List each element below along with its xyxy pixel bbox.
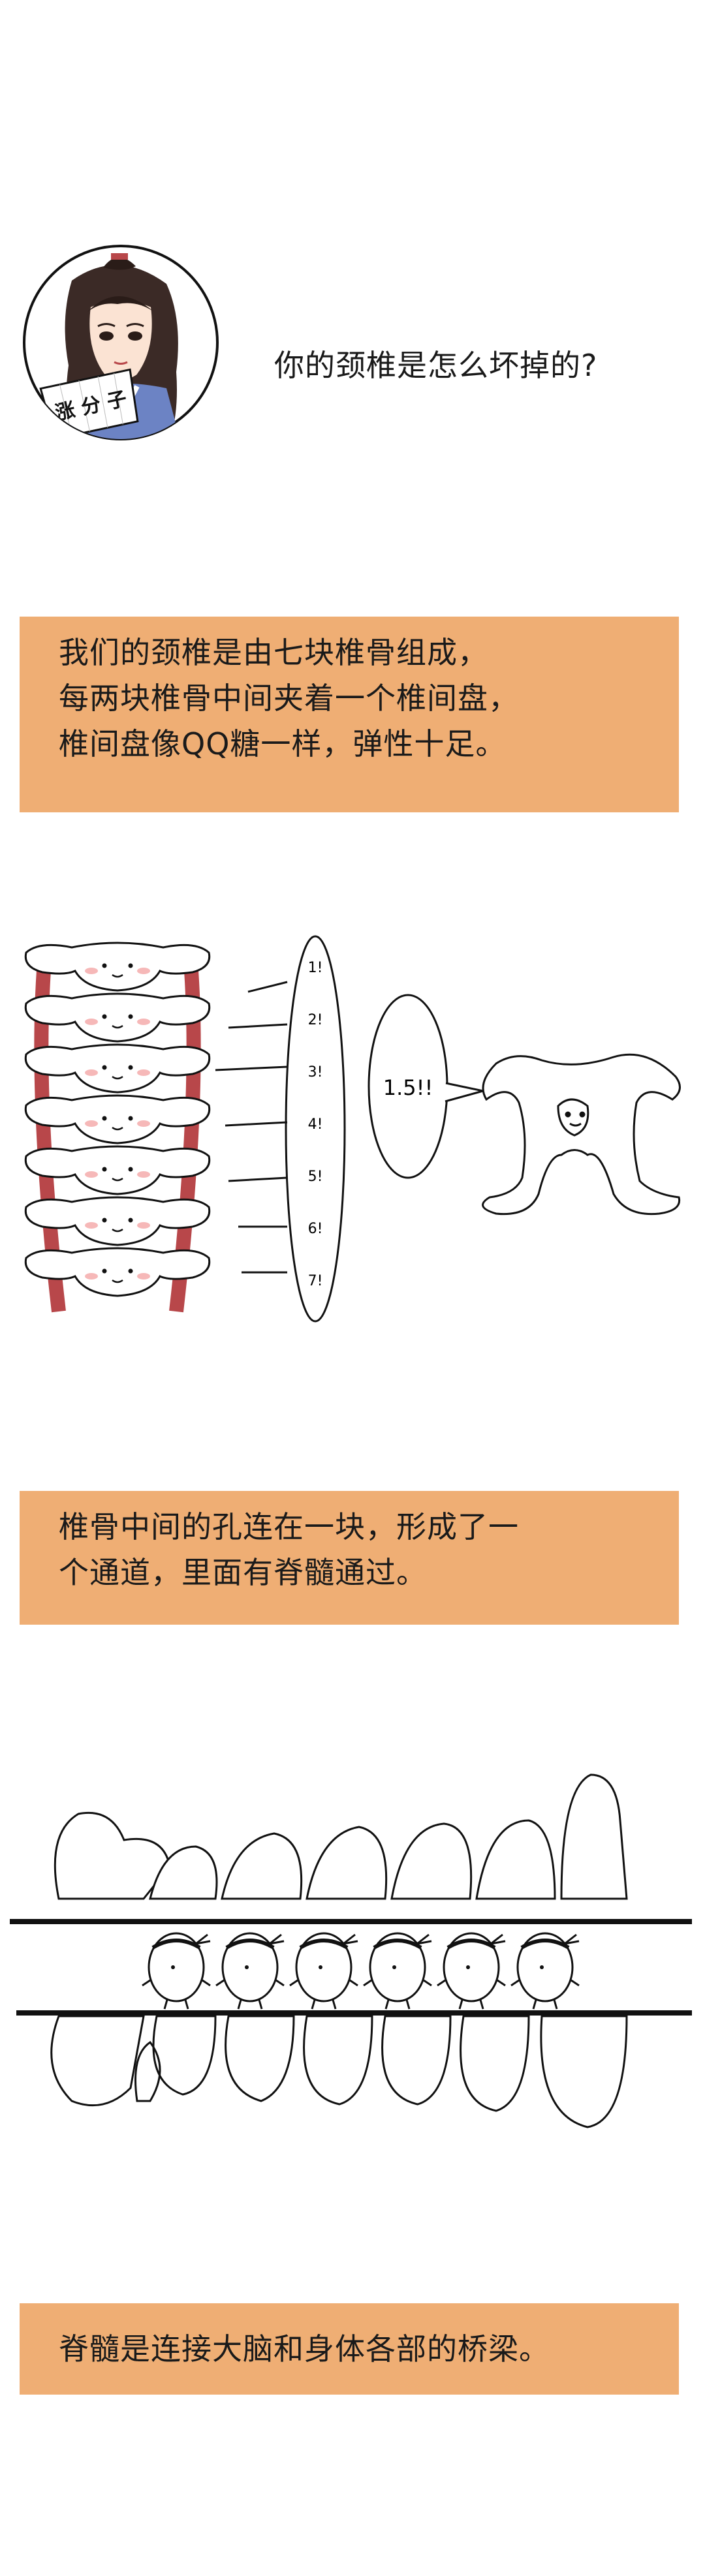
vertebrae-upper — [54, 1773, 628, 1900]
vertebra — [24, 942, 211, 992]
vertebra-eye — [102, 1218, 107, 1223]
vertebra-blush — [85, 1171, 98, 1178]
caption-line: 椎骨中间的孔连在一块，形成了一 — [59, 1509, 519, 1544]
caption-panel-1: 我们的颈椎是由七块椎骨组成， 每两块椎骨中间夹着一个椎间盘， 椎间盘像QQ糖一样… — [20, 617, 679, 812]
spinal-segment — [289, 1932, 358, 2010]
vertebra-blush — [137, 1019, 150, 1025]
vertebra-mouth — [112, 1279, 123, 1283]
caption-panel-2: 椎骨中间的孔连在一块，形成了一 个通道，里面有脊髓通过。 — [20, 1491, 679, 1625]
spinal-segment — [363, 1932, 432, 2010]
vertebra-eye — [128, 1167, 133, 1172]
vertebra — [24, 1196, 211, 1246]
spine-front-illustration: 1! 2! 3! 4! 5! 6! 7! 1.5!! — [24, 935, 681, 1323]
count-6: 6! — [308, 1221, 323, 1237]
spinal-segment — [142, 1932, 211, 2010]
vertebra-blush — [85, 1120, 98, 1127]
vertebra-eye — [102, 1014, 107, 1019]
vertebra-blush — [137, 1273, 150, 1280]
vertebra-blush — [85, 968, 98, 974]
caption-line: 个通道，里面有脊髓通过。 — [59, 1555, 427, 1590]
vertebra-eye — [128, 1014, 133, 1019]
vertebra-blush — [85, 1273, 98, 1280]
count-4: 4! — [308, 1116, 323, 1133]
vertebra-stack — [24, 942, 211, 1297]
vertebra-blush — [137, 968, 150, 974]
vertebra-eye — [128, 963, 133, 968]
vertebra-eye — [102, 1065, 107, 1070]
count-bubble — [285, 935, 346, 1323]
count-2: 2! — [308, 1012, 323, 1028]
intro-question: 你的颈椎是怎么坏掉的? — [274, 348, 598, 383]
vertebra — [24, 992, 211, 1043]
vertebrae-lower — [50, 2015, 628, 2128]
count-3: 3! — [308, 1064, 323, 1081]
vertebra-mouth — [112, 974, 123, 978]
spinal-canal-illustration — [10, 1773, 692, 2128]
vertebra-mouth — [112, 1024, 123, 1029]
vertebra-eye — [102, 1116, 107, 1121]
spinal-segment — [437, 1932, 506, 2010]
spinal-segment — [215, 1932, 285, 2010]
vertebra-eye — [128, 1065, 133, 1070]
count-bubble-tails — [215, 981, 288, 1274]
count-7: 7! — [308, 1273, 323, 1289]
vertebra-blush — [137, 1171, 150, 1178]
vertebra-blush — [137, 1222, 150, 1229]
caption-line: 我们的颈椎是由七块椎骨组成， — [59, 635, 488, 670]
vertebra-eye — [102, 1167, 107, 1172]
disc-row — [142, 1932, 580, 2010]
avatar: 涨 分 子 — [20, 241, 222, 444]
vertebra-eye — [128, 1116, 133, 1121]
count-1: 1! — [308, 960, 323, 976]
vertebra-eye — [102, 1268, 107, 1274]
caption-line: 脊髓是连接大脑和身体各部的桥梁。 — [59, 2331, 550, 2367]
vertebra-eye — [128, 1218, 133, 1223]
vertebra — [24, 1247, 211, 1297]
vertebra — [24, 1043, 211, 1094]
vertebra-mouth — [112, 1126, 123, 1131]
vertebra-mouth — [112, 1177, 123, 1182]
vertebra-mouth — [112, 1228, 123, 1233]
spinal-segment — [510, 1932, 580, 2010]
count-5: 5! — [308, 1169, 323, 1185]
caption-panel-3: 脊髓是连接大脑和身体各部的桥梁。 — [20, 2303, 679, 2395]
caption-line: 每两块椎骨中间夹着一个椎间盘， — [59, 681, 519, 716]
vertebra-blush — [85, 1222, 98, 1229]
vertebra-mouth — [112, 1075, 123, 1080]
axis-vertebra — [482, 1053, 681, 1216]
vertebra-blush — [85, 1019, 98, 1025]
vertebra-eye — [102, 963, 107, 968]
caption-line: 椎间盘像QQ糖一样，弹性十足。 — [59, 726, 507, 761]
vertebra — [24, 1094, 211, 1144]
character-illustration: 涨 分 子 — [23, 245, 219, 440]
vertebra-blush — [137, 1069, 150, 1076]
vertebra-blush — [137, 1120, 150, 1127]
vertebra — [24, 1145, 211, 1195]
vertebra-blush — [85, 1069, 98, 1076]
vertebra-eye — [128, 1268, 133, 1274]
half-bubble-text: 1.5!! — [383, 1075, 433, 1100]
